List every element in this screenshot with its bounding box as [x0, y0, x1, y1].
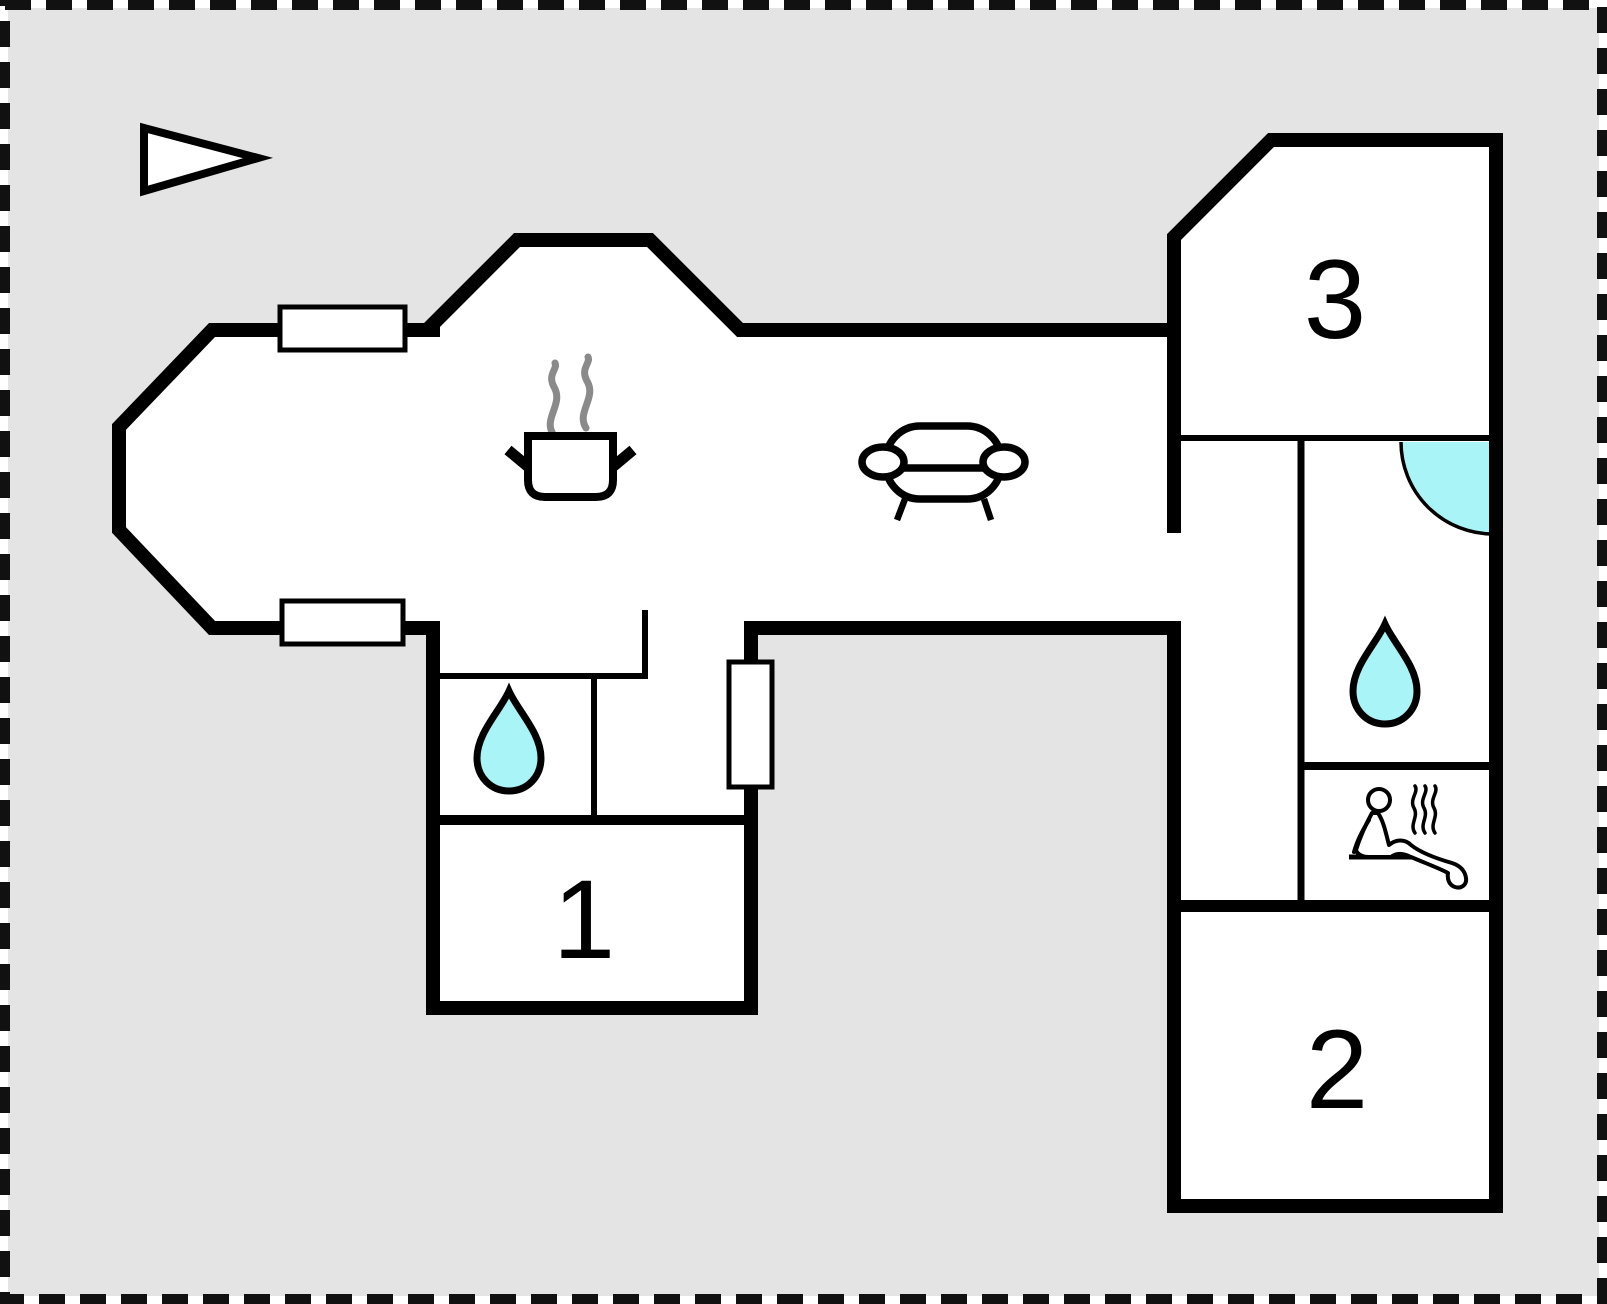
walls	[112, 133, 1503, 1213]
sauna-person-head	[1366, 787, 1392, 813]
sauna-steam	[1430, 784, 1438, 835]
sofa-leg	[893, 497, 909, 522]
window-marker	[726, 659, 775, 790]
shower-fill	[1401, 442, 1493, 534]
sauna-person-body	[1354, 811, 1469, 890]
pot-body	[524, 432, 617, 501]
window-marker	[279, 598, 406, 647]
shower-arc	[1399, 441, 1494, 536]
wall-segment-top	[422, 233, 1180, 337]
water-drop-shape	[473, 682, 545, 795]
window-marker	[277, 304, 408, 353]
wall-segment-left-wing	[426, 621, 758, 1015]
sofa-leg	[980, 497, 995, 522]
windows	[277, 304, 775, 790]
room-1-label: 1	[553, 857, 615, 982]
steam-icon	[579, 353, 594, 432]
wall-segment-right-wing	[1167, 133, 1503, 1213]
steam-icon	[546, 359, 561, 438]
cooking-pot-icon	[504, 353, 637, 501]
wall-segment-bay	[112, 323, 440, 635]
room-2-label: 2	[1306, 1007, 1368, 1132]
sauna-person-arm	[1352, 818, 1371, 854]
direction-triangle-icon	[140, 122, 274, 197]
room-3-label: 3	[1304, 237, 1366, 362]
water-drop-icon	[1349, 615, 1421, 728]
sofa-armrest	[858, 443, 908, 481]
sauna-steam	[1420, 784, 1428, 835]
right-wing-floor	[1174, 140, 1496, 1206]
water-drop-icon	[473, 682, 545, 795]
corner-shower-icon	[1399, 441, 1494, 536]
sofa-icon	[858, 422, 1029, 522]
water-drop-shape	[1349, 615, 1421, 728]
sauna-person-icon	[1349, 784, 1469, 890]
sofa-armrest	[979, 443, 1029, 481]
sauna-steam	[1410, 784, 1418, 835]
